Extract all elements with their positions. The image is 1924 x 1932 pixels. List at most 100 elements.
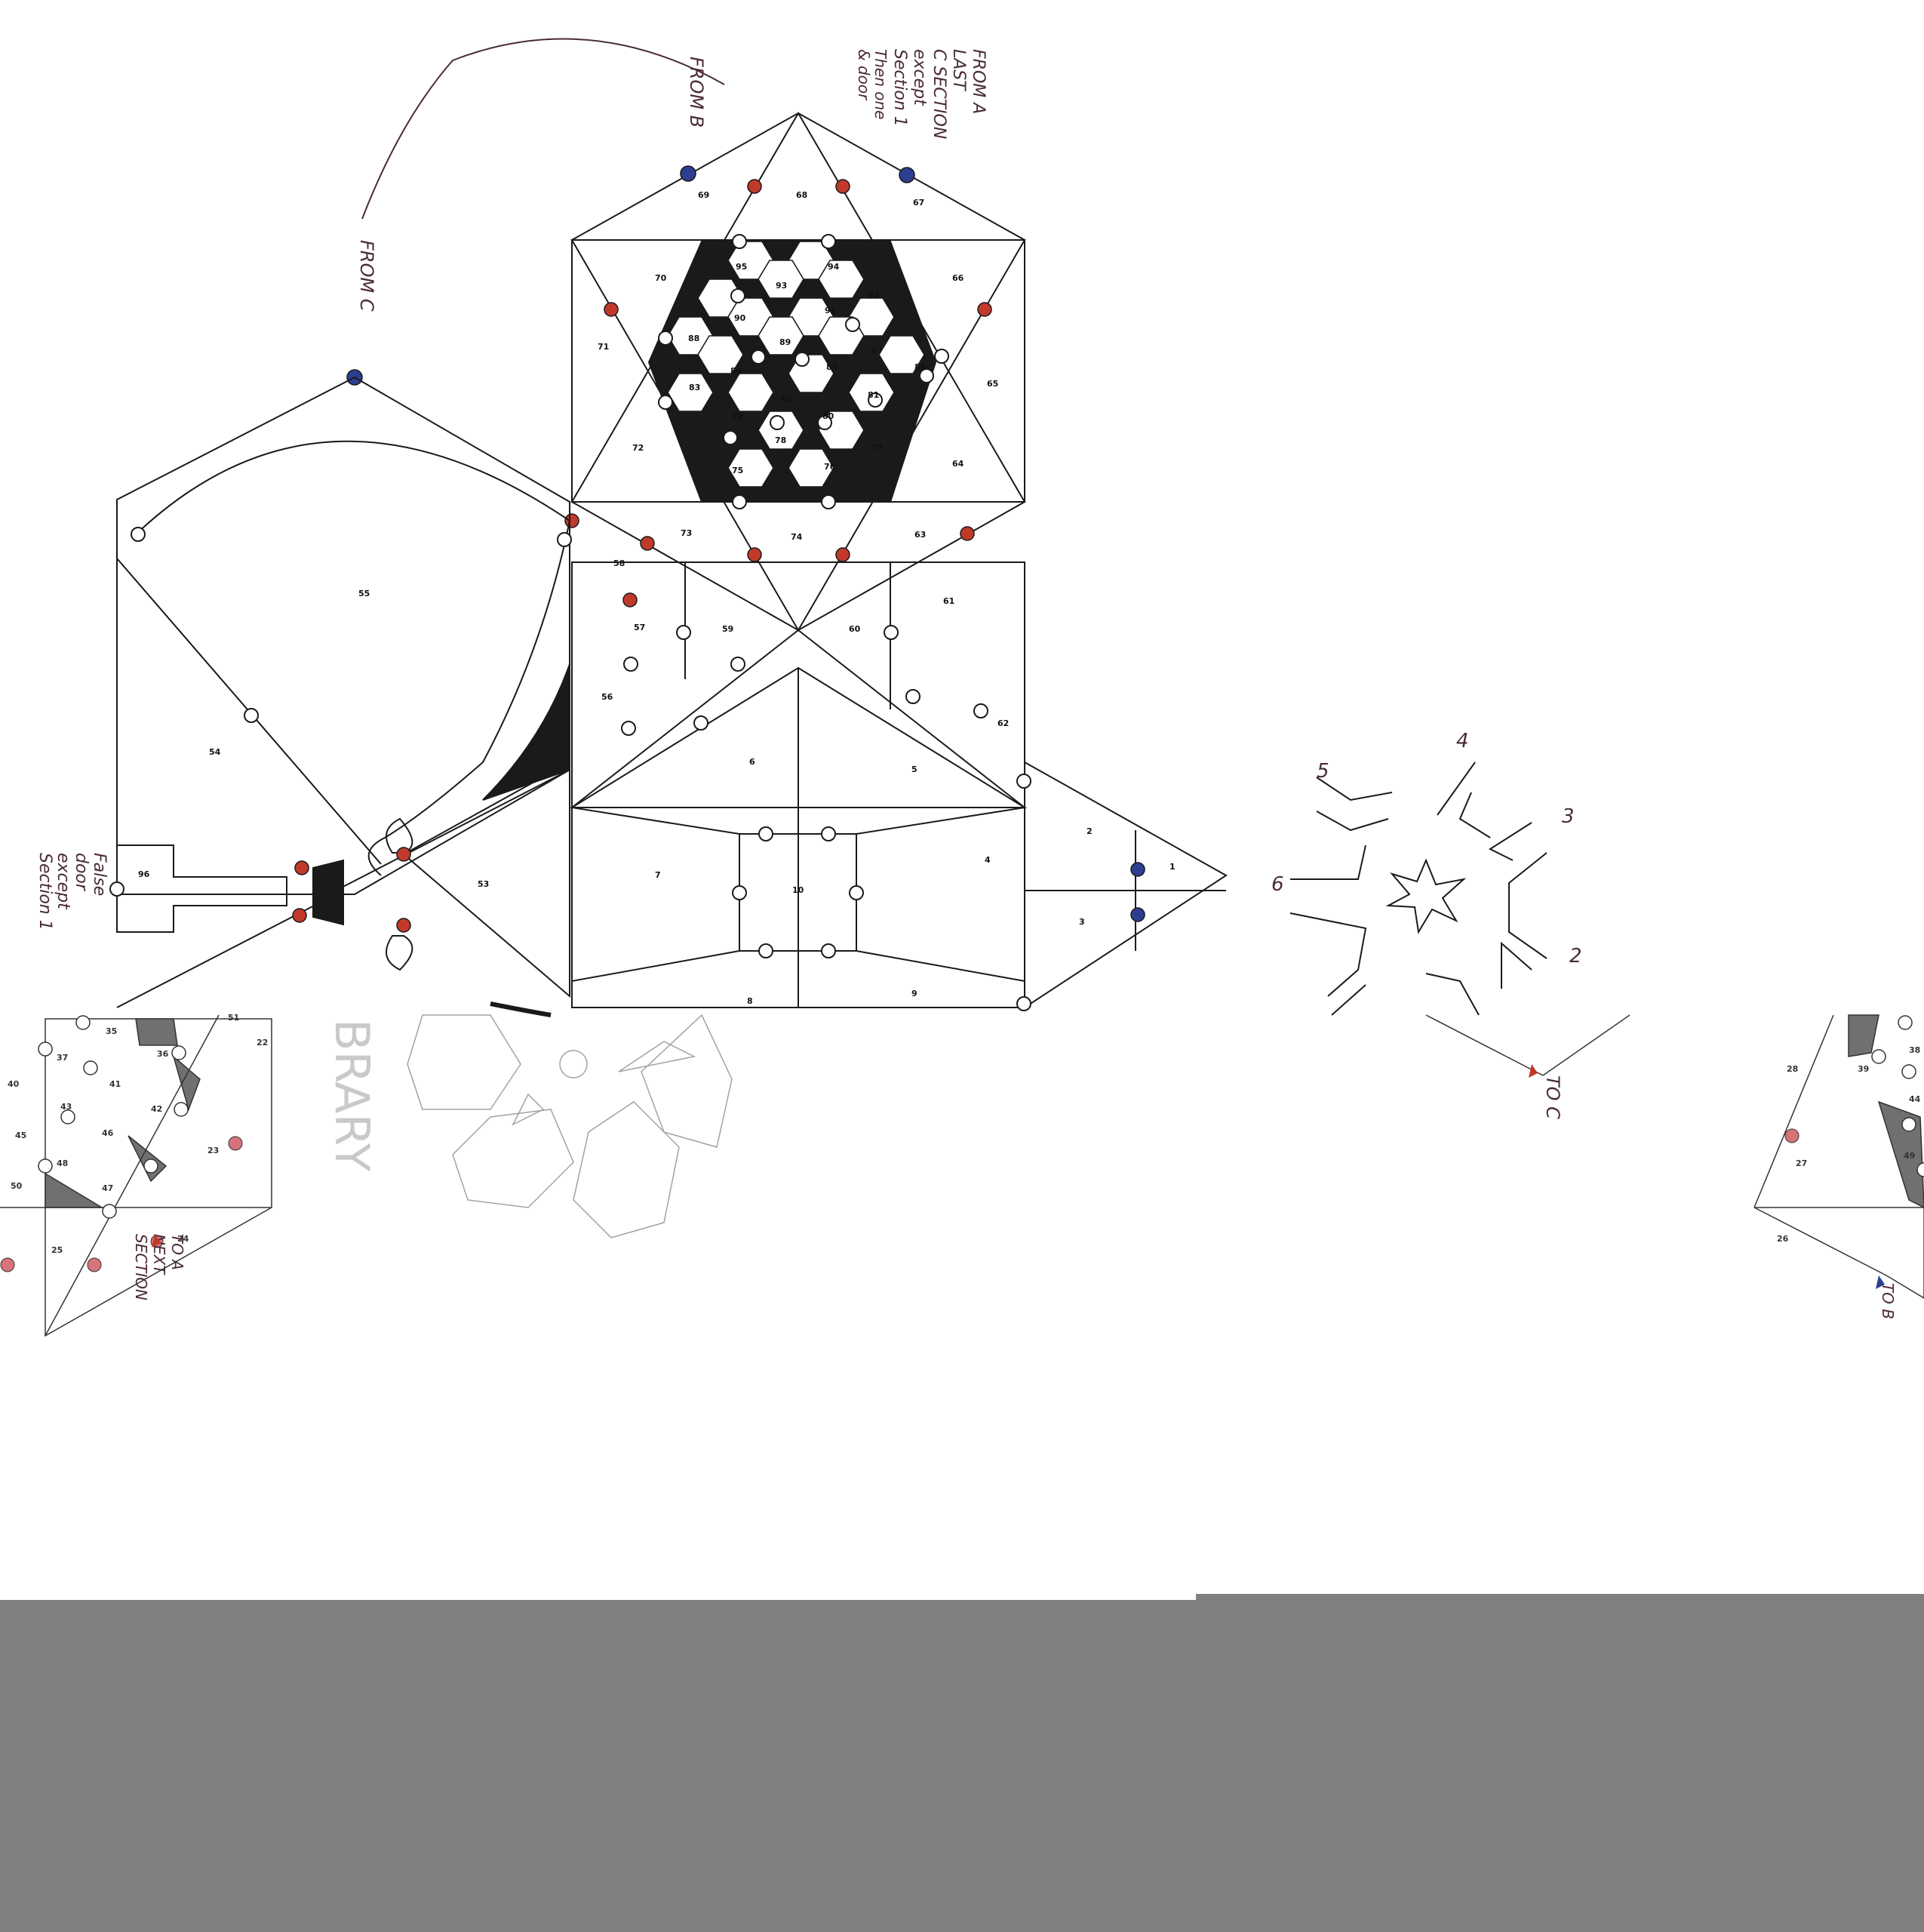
corridor-dark-left xyxy=(312,859,344,926)
room-label: 5 xyxy=(911,764,917,774)
room-label: 51 xyxy=(228,1013,239,1023)
room-label: 25 xyxy=(51,1245,63,1255)
room-label: 38 xyxy=(1909,1045,1920,1055)
room-label: 28 xyxy=(1787,1064,1798,1074)
room-label: 44 xyxy=(1909,1094,1921,1104)
svg-text:Section 1: Section 1 xyxy=(35,853,54,931)
room-label: 83 xyxy=(689,383,700,392)
room-label: 58 xyxy=(613,558,625,568)
room-label: 46 xyxy=(102,1128,114,1138)
svg-text:C SECTION: C SECTION xyxy=(930,49,948,139)
compass-label-3: 3 xyxy=(1562,805,1575,828)
svg-text:FROM A: FROM A xyxy=(969,49,988,114)
open-doors-hex xyxy=(658,234,949,509)
hourglass-corridor xyxy=(109,761,570,1017)
room-label: 66 xyxy=(952,273,964,283)
svg-text:LAST: LAST xyxy=(949,49,968,91)
room-label: 26 xyxy=(1777,1234,1789,1244)
room-label: 76 xyxy=(824,462,836,472)
room-label: 73 xyxy=(681,528,692,538)
room-label: 7 xyxy=(655,870,661,880)
left-fragment-hexagon xyxy=(45,1018,272,1337)
room-label: 47 xyxy=(102,1183,113,1193)
room-label: 75 xyxy=(732,466,743,475)
room-label: 9 xyxy=(911,989,917,998)
room-label: 70 xyxy=(655,273,667,283)
lower-fragments: BRARY xyxy=(0,1014,1924,1337)
bottom-gray-band-right xyxy=(1196,1594,1924,1932)
false-door-room xyxy=(116,844,287,933)
room-label: 60 xyxy=(849,624,861,634)
room-label: 94 xyxy=(828,262,840,272)
svg-text:SECTION: SECTION xyxy=(132,1234,150,1300)
to-b-note: TO B xyxy=(1879,1283,1897,1319)
room-label: 53 xyxy=(478,879,489,889)
room-label: 10 xyxy=(792,885,804,895)
room-label: 79 xyxy=(732,411,743,421)
room-label: 24 xyxy=(177,1234,189,1244)
svg-text:4: 4 xyxy=(1456,730,1469,752)
hall-arc xyxy=(134,440,571,876)
to-a-next-note: TO A NEXT SECTION xyxy=(132,1234,186,1300)
room-label: 59 xyxy=(722,624,733,634)
svg-text:3: 3 xyxy=(1562,805,1575,828)
room-label: 37 xyxy=(57,1053,68,1063)
room-label: 77 xyxy=(871,443,883,453)
room-label: 82 xyxy=(781,394,792,404)
room-label: 2 xyxy=(1086,826,1093,836)
library-watermark: BRARY xyxy=(324,1014,733,1238)
room-label: 86 xyxy=(914,362,927,372)
room-label: 40 xyxy=(8,1079,20,1089)
hall-dark-wedge xyxy=(482,663,570,801)
room-label: 6 xyxy=(749,757,755,767)
room-label: 68 xyxy=(796,190,807,200)
compass-label-4: 4 xyxy=(1456,730,1469,752)
room-label: 49 xyxy=(1904,1151,1915,1161)
room-label: 90 xyxy=(734,313,746,323)
corridor-right-triangle xyxy=(402,761,570,998)
room-label: 63 xyxy=(914,530,926,540)
library-watermark-text: BRARY xyxy=(324,1019,380,1172)
room-label: 61 xyxy=(943,596,954,606)
room-label: 80 xyxy=(822,411,834,421)
central-chambers xyxy=(569,561,1228,1011)
room-label: 92 xyxy=(868,291,879,300)
room-label: 72 xyxy=(632,443,644,453)
room-label: 42 xyxy=(151,1104,162,1114)
left-great-hall xyxy=(116,376,572,895)
svg-text:TO B: TO B xyxy=(1879,1283,1897,1319)
room-label: 85 xyxy=(826,362,838,372)
bottom-gray-band xyxy=(0,1600,1196,1932)
svg-text:FROM B: FROM B xyxy=(686,57,707,128)
handwritten-annotations: FROM A LAST C SECTION except Section 1 T… xyxy=(35,38,1582,968)
room-label: 93 xyxy=(776,281,787,291)
svg-text:False: False xyxy=(90,853,109,896)
false-door-note: False door except Section 1 xyxy=(35,853,109,931)
room-label: 67 xyxy=(913,198,924,208)
room-label: 95 xyxy=(736,262,747,272)
room-number-labels: 69 68 67 70 71 72 73 74 63 64 65 66 95 9… xyxy=(138,190,1176,1006)
room-label: 69 xyxy=(698,190,709,200)
star-hex-complex xyxy=(346,112,1026,632)
left-fragment-dark xyxy=(45,1172,104,1208)
svg-text:6: 6 xyxy=(1271,873,1284,896)
room-label: 89 xyxy=(779,337,791,347)
svg-text:except: except xyxy=(910,49,929,106)
room-label: 3 xyxy=(1079,917,1085,927)
room-label: 54 xyxy=(209,747,221,757)
svg-text:TO A: TO A xyxy=(168,1234,186,1270)
room-label: 36 xyxy=(157,1049,169,1059)
room-label: 8 xyxy=(747,996,753,1006)
svg-text:TO C: TO C xyxy=(1542,1075,1563,1119)
svg-text:door: door xyxy=(72,853,91,892)
from-c-arrow xyxy=(361,38,725,220)
from-b-label: FROM B xyxy=(686,57,707,128)
room-label: 50 xyxy=(11,1181,23,1191)
room-label: 41 xyxy=(109,1079,121,1089)
room-label: 65 xyxy=(987,379,998,389)
room-label: 62 xyxy=(997,718,1009,728)
room-label: 81 xyxy=(868,390,879,400)
room-label: 4 xyxy=(985,855,991,865)
room-label: 57 xyxy=(634,623,645,632)
